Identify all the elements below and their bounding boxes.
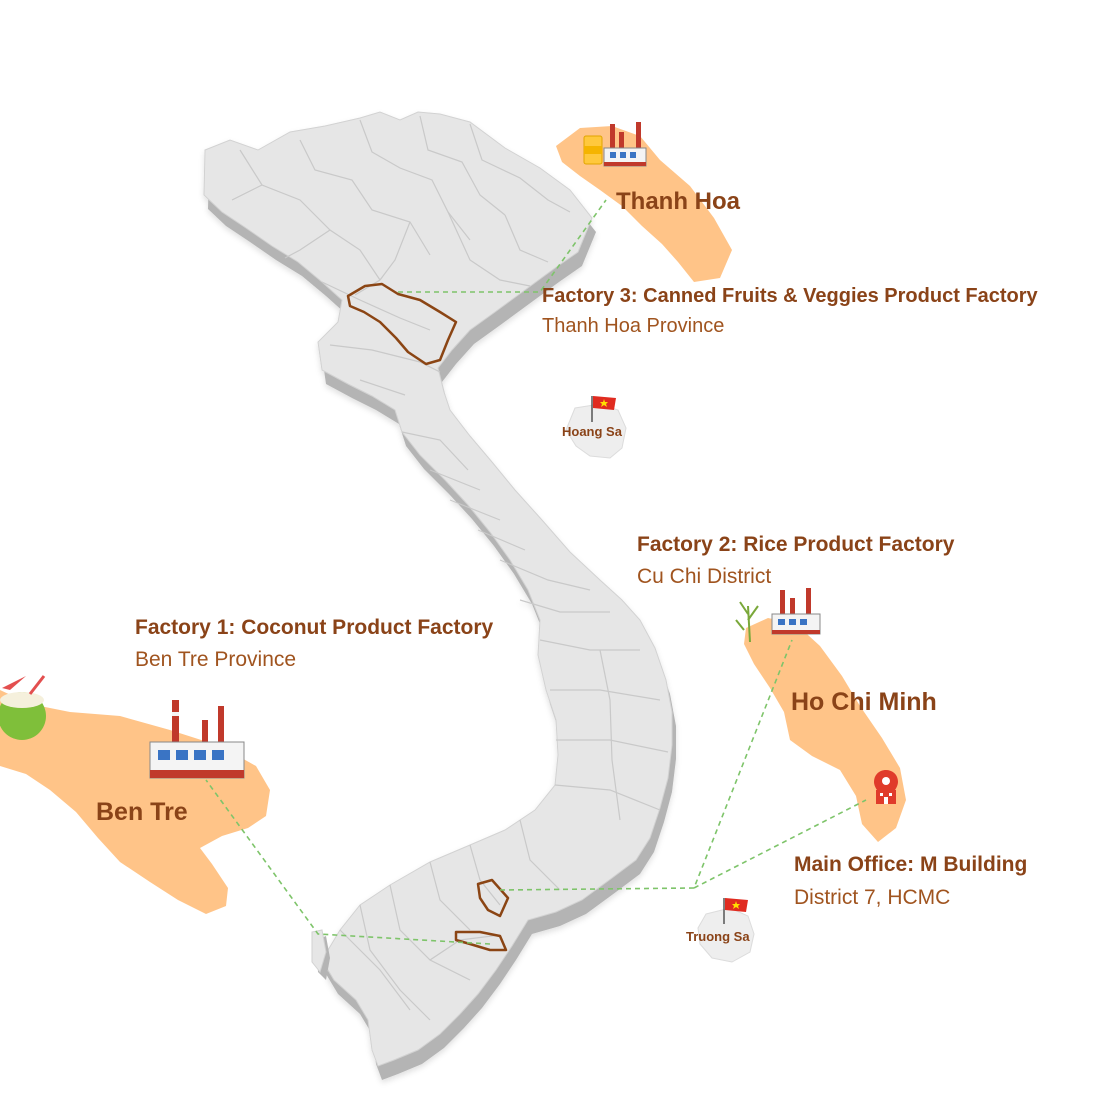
coconut-drink-icon (0, 675, 46, 740)
factory-1-location: Ben Tre Province (135, 648, 297, 671)
factory-2-location: Cu Chi District (637, 565, 772, 588)
main-office-location: District 7, HCMC (794, 886, 951, 909)
phu-quoc-island (311, 929, 330, 980)
factory-2-title: Factory 2: Rice Product Factory (637, 533, 955, 556)
connector-ben-tre (205, 779, 491, 945)
connector-cu-chi (499, 639, 793, 891)
rice-plant-icon (735, 601, 759, 643)
ben-tre-outline (454, 930, 508, 952)
province-outlines (346, 282, 510, 952)
vietnam-mainland-surface (203, 111, 673, 1067)
factory-icon (771, 588, 821, 635)
office-building-icon (874, 770, 898, 804)
island-label-truong-sa: Truong Sa (686, 929, 750, 944)
connector-thanh-hoa (398, 199, 607, 293)
province-borders (231, 115, 669, 1021)
vietnam-mainland (203, 111, 676, 1080)
region-label-ho-chi-minh: Ho Chi Minh (791, 688, 937, 716)
factory-icon (149, 700, 245, 779)
island-label-hoang-sa: Hoang Sa (562, 424, 622, 439)
region-label-ben-tre: Ben Tre (96, 798, 188, 826)
factory-icon (603, 122, 647, 167)
factory-1-title: Factory 1: Coconut Product Factory (135, 616, 494, 639)
main-office-title: Main Office: M Building (794, 853, 1028, 876)
thanh-hoa-highlight (556, 126, 732, 282)
thanh-hoa-outline (346, 282, 458, 366)
truong-sa-island-shape (697, 907, 755, 963)
factory-3-title: Factory 3: Canned Fruits & Veggies Produ… (542, 285, 1038, 307)
vietnam-flag-icon (723, 898, 748, 924)
factory-3-location: Thanh Hoa Province (542, 315, 725, 337)
connector-lines (205, 199, 867, 945)
canned-fruit-icon (583, 135, 603, 165)
vietnam-flag-icon (591, 396, 616, 422)
ho-chi-minh-outline (476, 878, 510, 918)
ho-chi-minh-highlight (744, 618, 906, 842)
region-label-thanh-hoa: Thanh Hoa (616, 188, 740, 215)
